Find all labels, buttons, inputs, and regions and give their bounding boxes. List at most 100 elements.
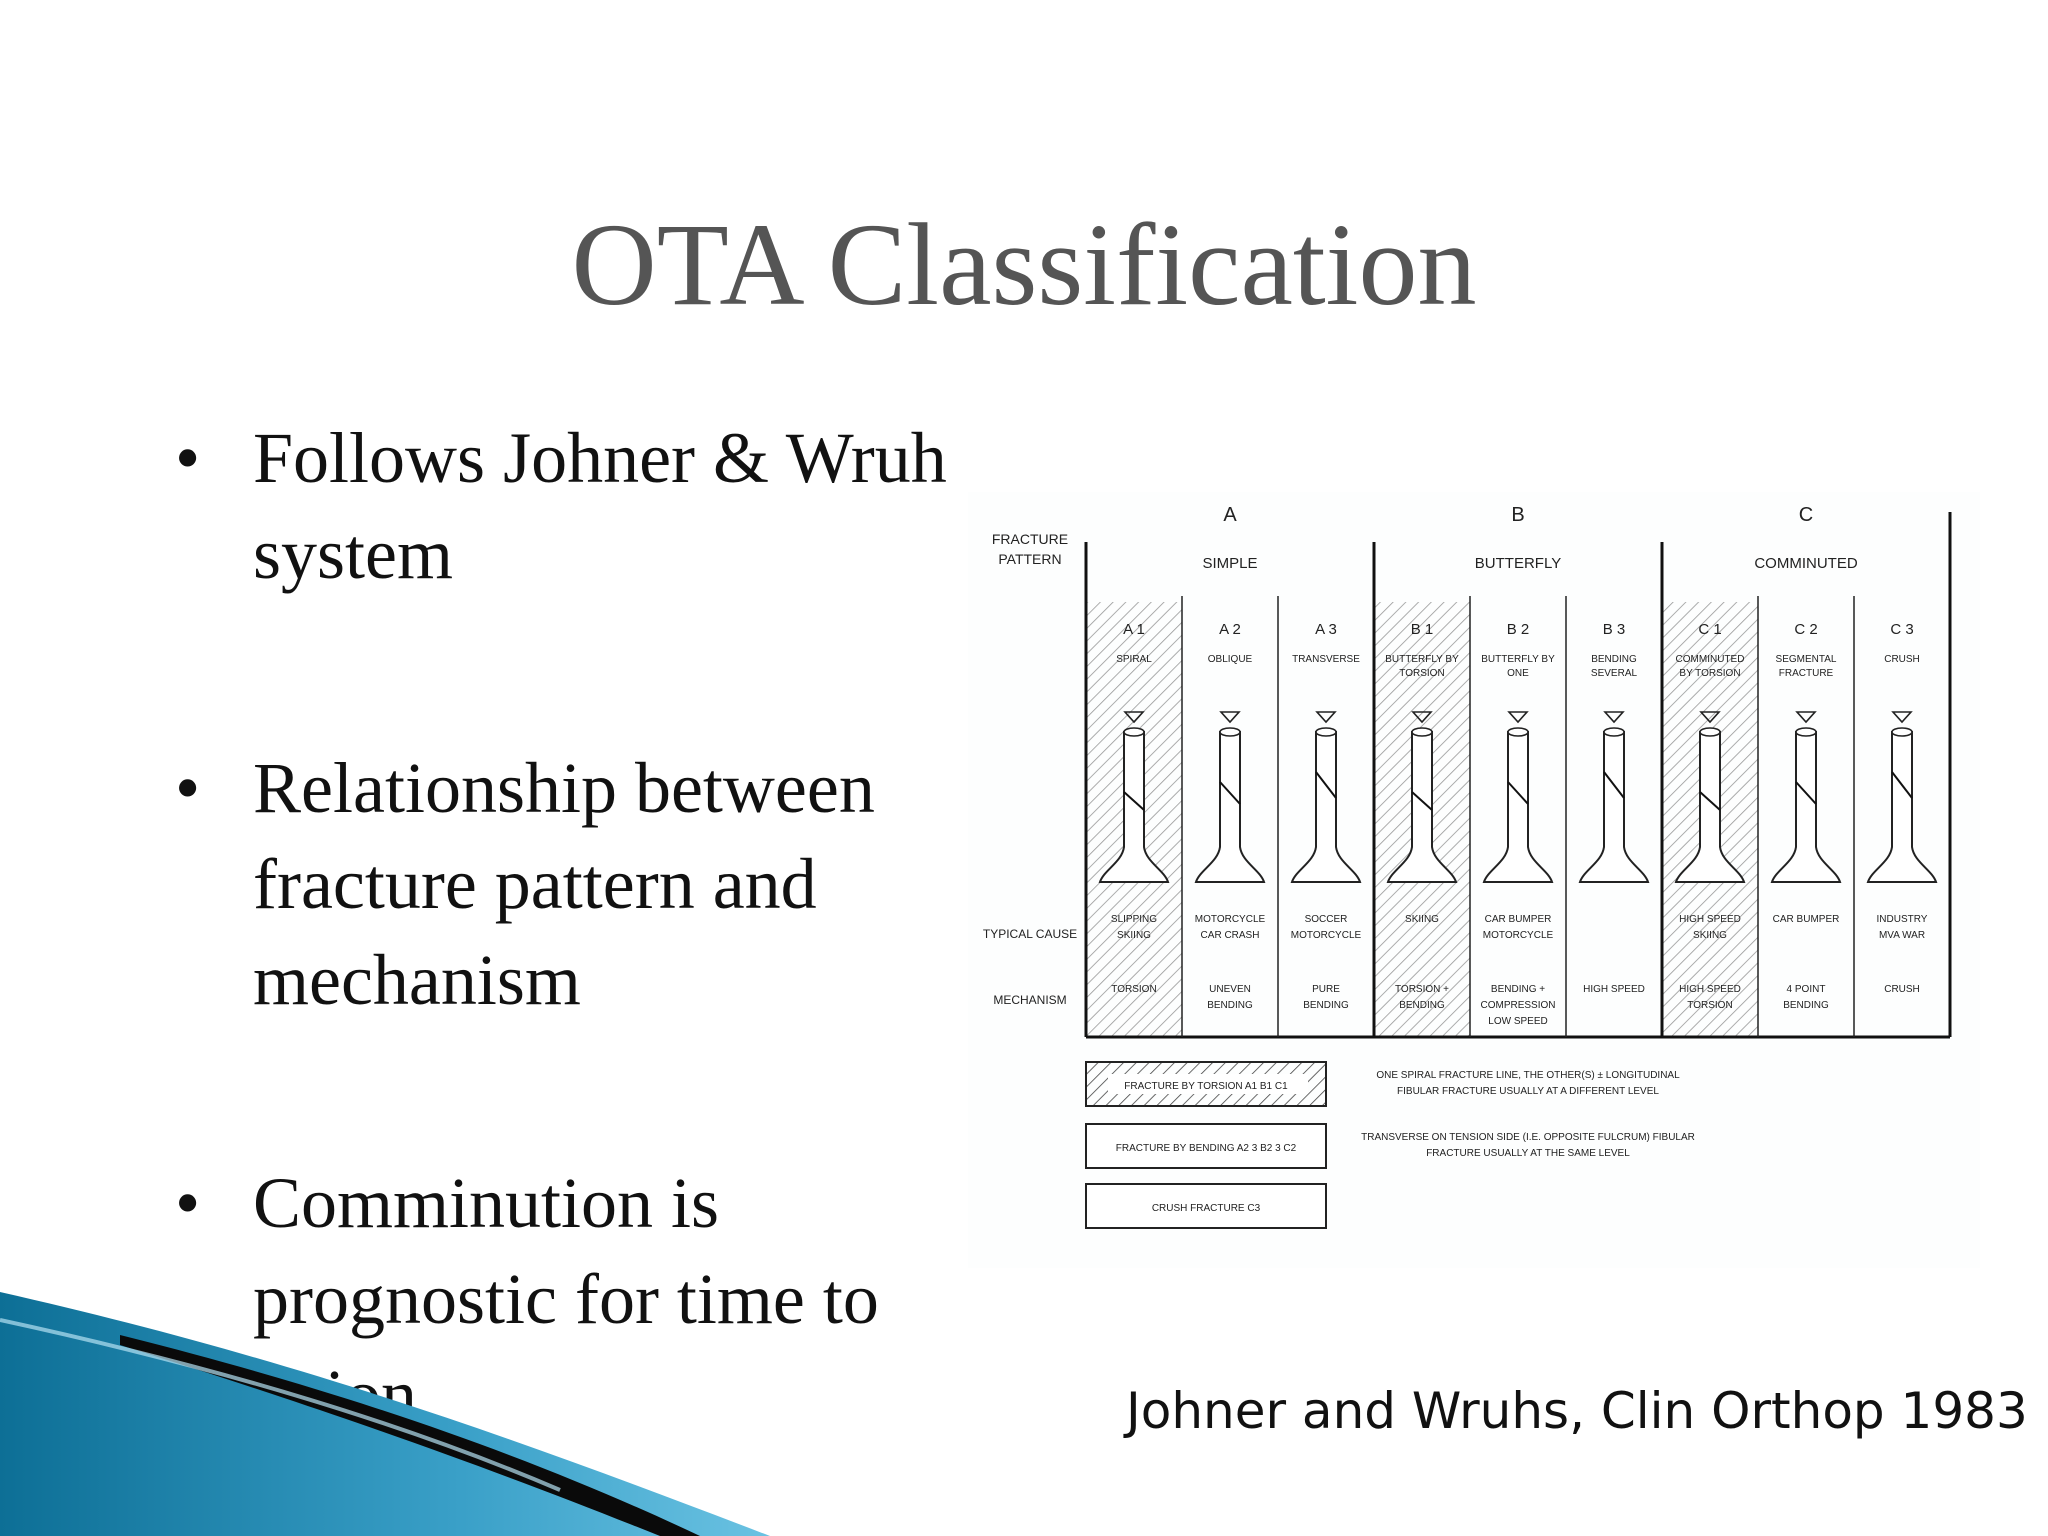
type-description: TORSION [1399, 668, 1444, 679]
mechanism-text: BENDING [1303, 1000, 1349, 1011]
load-triangle-icon [1507, 711, 1529, 724]
bone-top [1411, 727, 1433, 737]
type-code: C 2 [1794, 621, 1817, 638]
legend-box [1085, 1183, 1327, 1229]
type-code: A 1 [1123, 621, 1145, 638]
group-letter: A [1223, 504, 1237, 526]
type-description: BY TORSION [1679, 668, 1740, 679]
bone-shape [1098, 731, 1170, 883]
bone-shape [1578, 731, 1650, 883]
legend-box-label: CRUSH FRACTURE C3 [1152, 1203, 1261, 1214]
bone-illustration [1674, 711, 1746, 883]
fracture-line [1219, 781, 1241, 805]
type-description: ONE [1507, 668, 1529, 679]
bone-shape [1866, 731, 1938, 883]
fracture-line [1411, 791, 1433, 811]
bone-shape [1482, 731, 1554, 883]
mechanism-text: 4 POINT [1787, 984, 1826, 995]
citation: Johner and Wruhs, Clin Orthop 1983 [1126, 1382, 2028, 1440]
bullet-marker: • [175, 418, 201, 498]
bone-shape [1770, 731, 1842, 883]
load-triangle-icon [1411, 711, 1433, 724]
typical-cause-text: SOCCER [1305, 914, 1348, 925]
bone-illustration [1290, 711, 1362, 883]
typical-cause-text: MOTORCYCLE [1291, 930, 1362, 941]
group-name: BUTTERFLY [1475, 555, 1561, 572]
fracture-line [1315, 771, 1337, 799]
fracture-line [1699, 791, 1721, 811]
type-code: C 3 [1890, 621, 1913, 638]
type-code: B 3 [1603, 621, 1626, 638]
bone-top [1315, 727, 1337, 737]
mechanism-text: LOW SPEED [1488, 1016, 1547, 1027]
load-triangle-icon [1315, 711, 1337, 724]
type-code: B 2 [1507, 621, 1530, 638]
mechanism-text: BENDING [1783, 1000, 1829, 1011]
mechanism-text: HIGH SPEED [1679, 984, 1741, 995]
bone-illustration [1578, 711, 1650, 883]
legend-box [1085, 1123, 1327, 1169]
slide-title: OTA Classification [571, 199, 1477, 330]
row-label-typical-cause: TYPICAL CAUSE [983, 927, 1077, 941]
bone-shape [1194, 731, 1266, 883]
legend-box-label: FRACTURE BY TORSION A1 B1 C1 [1124, 1081, 1288, 1092]
bullet-marker: • [175, 1163, 201, 1243]
mechanism-text: HIGH SPEED [1583, 984, 1645, 995]
typical-cause-text: SKIING [1405, 914, 1439, 925]
mechanism-text: UNEVEN [1209, 984, 1251, 995]
bone-illustration [1866, 711, 1938, 883]
bullet-marker: • [175, 748, 201, 828]
typical-cause-text: MOTORCYCLE [1195, 914, 1266, 925]
fracture-line [1795, 781, 1817, 805]
bone-illustration [1386, 711, 1458, 883]
bullet-text: Follows Johner & Wruh system [253, 418, 947, 594]
type-description: BENDING [1591, 654, 1637, 665]
typical-cause-text: CAR CRASH [1201, 930, 1260, 941]
legend-note: FRACTURE USUALLY AT THE SAME LEVEL [1426, 1148, 1630, 1159]
load-triangle-icon [1699, 711, 1721, 724]
type-description: SEVERAL [1591, 668, 1638, 679]
type-description: SPIRAL [1116, 654, 1152, 665]
group-name: SIMPLE [1202, 555, 1257, 572]
bone-illustration [1098, 711, 1170, 883]
typical-cause-text: SKIING [1693, 930, 1727, 941]
bullet-text: Relationship between fracture pattern an… [253, 748, 875, 1020]
bullet-item: • Comminution is prognostic for time to … [175, 1155, 975, 1443]
bone-shape [1674, 731, 1746, 883]
mechanism-text: PURE [1312, 984, 1340, 995]
bone-top [1219, 727, 1241, 737]
bone-shape [1386, 731, 1458, 883]
bullet-text: Comminution is prognostic for time to un… [253, 1163, 879, 1435]
type-description: OBLIQUE [1208, 654, 1253, 665]
type-description: TRANSVERSE [1292, 654, 1360, 665]
bone-illustration [1770, 711, 1842, 883]
fracture-line [1507, 781, 1529, 805]
bone-top [1123, 727, 1145, 737]
bone-top [1891, 727, 1913, 737]
row-label-fracture-pattern: PATTERN [998, 551, 1061, 567]
bone-illustration [1482, 711, 1554, 883]
fracture-line [1891, 771, 1913, 799]
legend-note: FIBULAR FRACTURE USUALLY AT A DIFFERENT … [1397, 1086, 1659, 1097]
legend-note: ONE SPIRAL FRACTURE LINE, THE OTHER(S) ±… [1376, 1070, 1680, 1081]
bone-top [1603, 727, 1625, 737]
fracture-line [1123, 791, 1145, 811]
load-triangle-icon [1891, 711, 1913, 724]
typical-cause-text: CAR BUMPER [1485, 914, 1552, 925]
type-code: B 1 [1411, 621, 1434, 638]
type-code: A 2 [1219, 621, 1241, 638]
typical-cause-text: MOTORCYCLE [1483, 930, 1554, 941]
mechanism-text: COMPRESSION [1480, 1000, 1555, 1011]
bone-shape [1290, 731, 1362, 883]
type-description: CRUSH [1884, 654, 1920, 665]
type-description: COMMINUTED [1676, 654, 1745, 665]
mechanism-text: BENDING + [1491, 984, 1545, 995]
typical-cause-text: INDUSTRY [1877, 914, 1928, 925]
type-description: BUTTERFLY BY [1385, 654, 1459, 665]
type-description: SEGMENTAL [1776, 654, 1837, 665]
legend-note: TRANSVERSE ON TENSION SIDE (I.E. OPPOSIT… [1361, 1132, 1695, 1143]
bone-top [1699, 727, 1721, 737]
load-triangle-icon [1603, 711, 1625, 724]
